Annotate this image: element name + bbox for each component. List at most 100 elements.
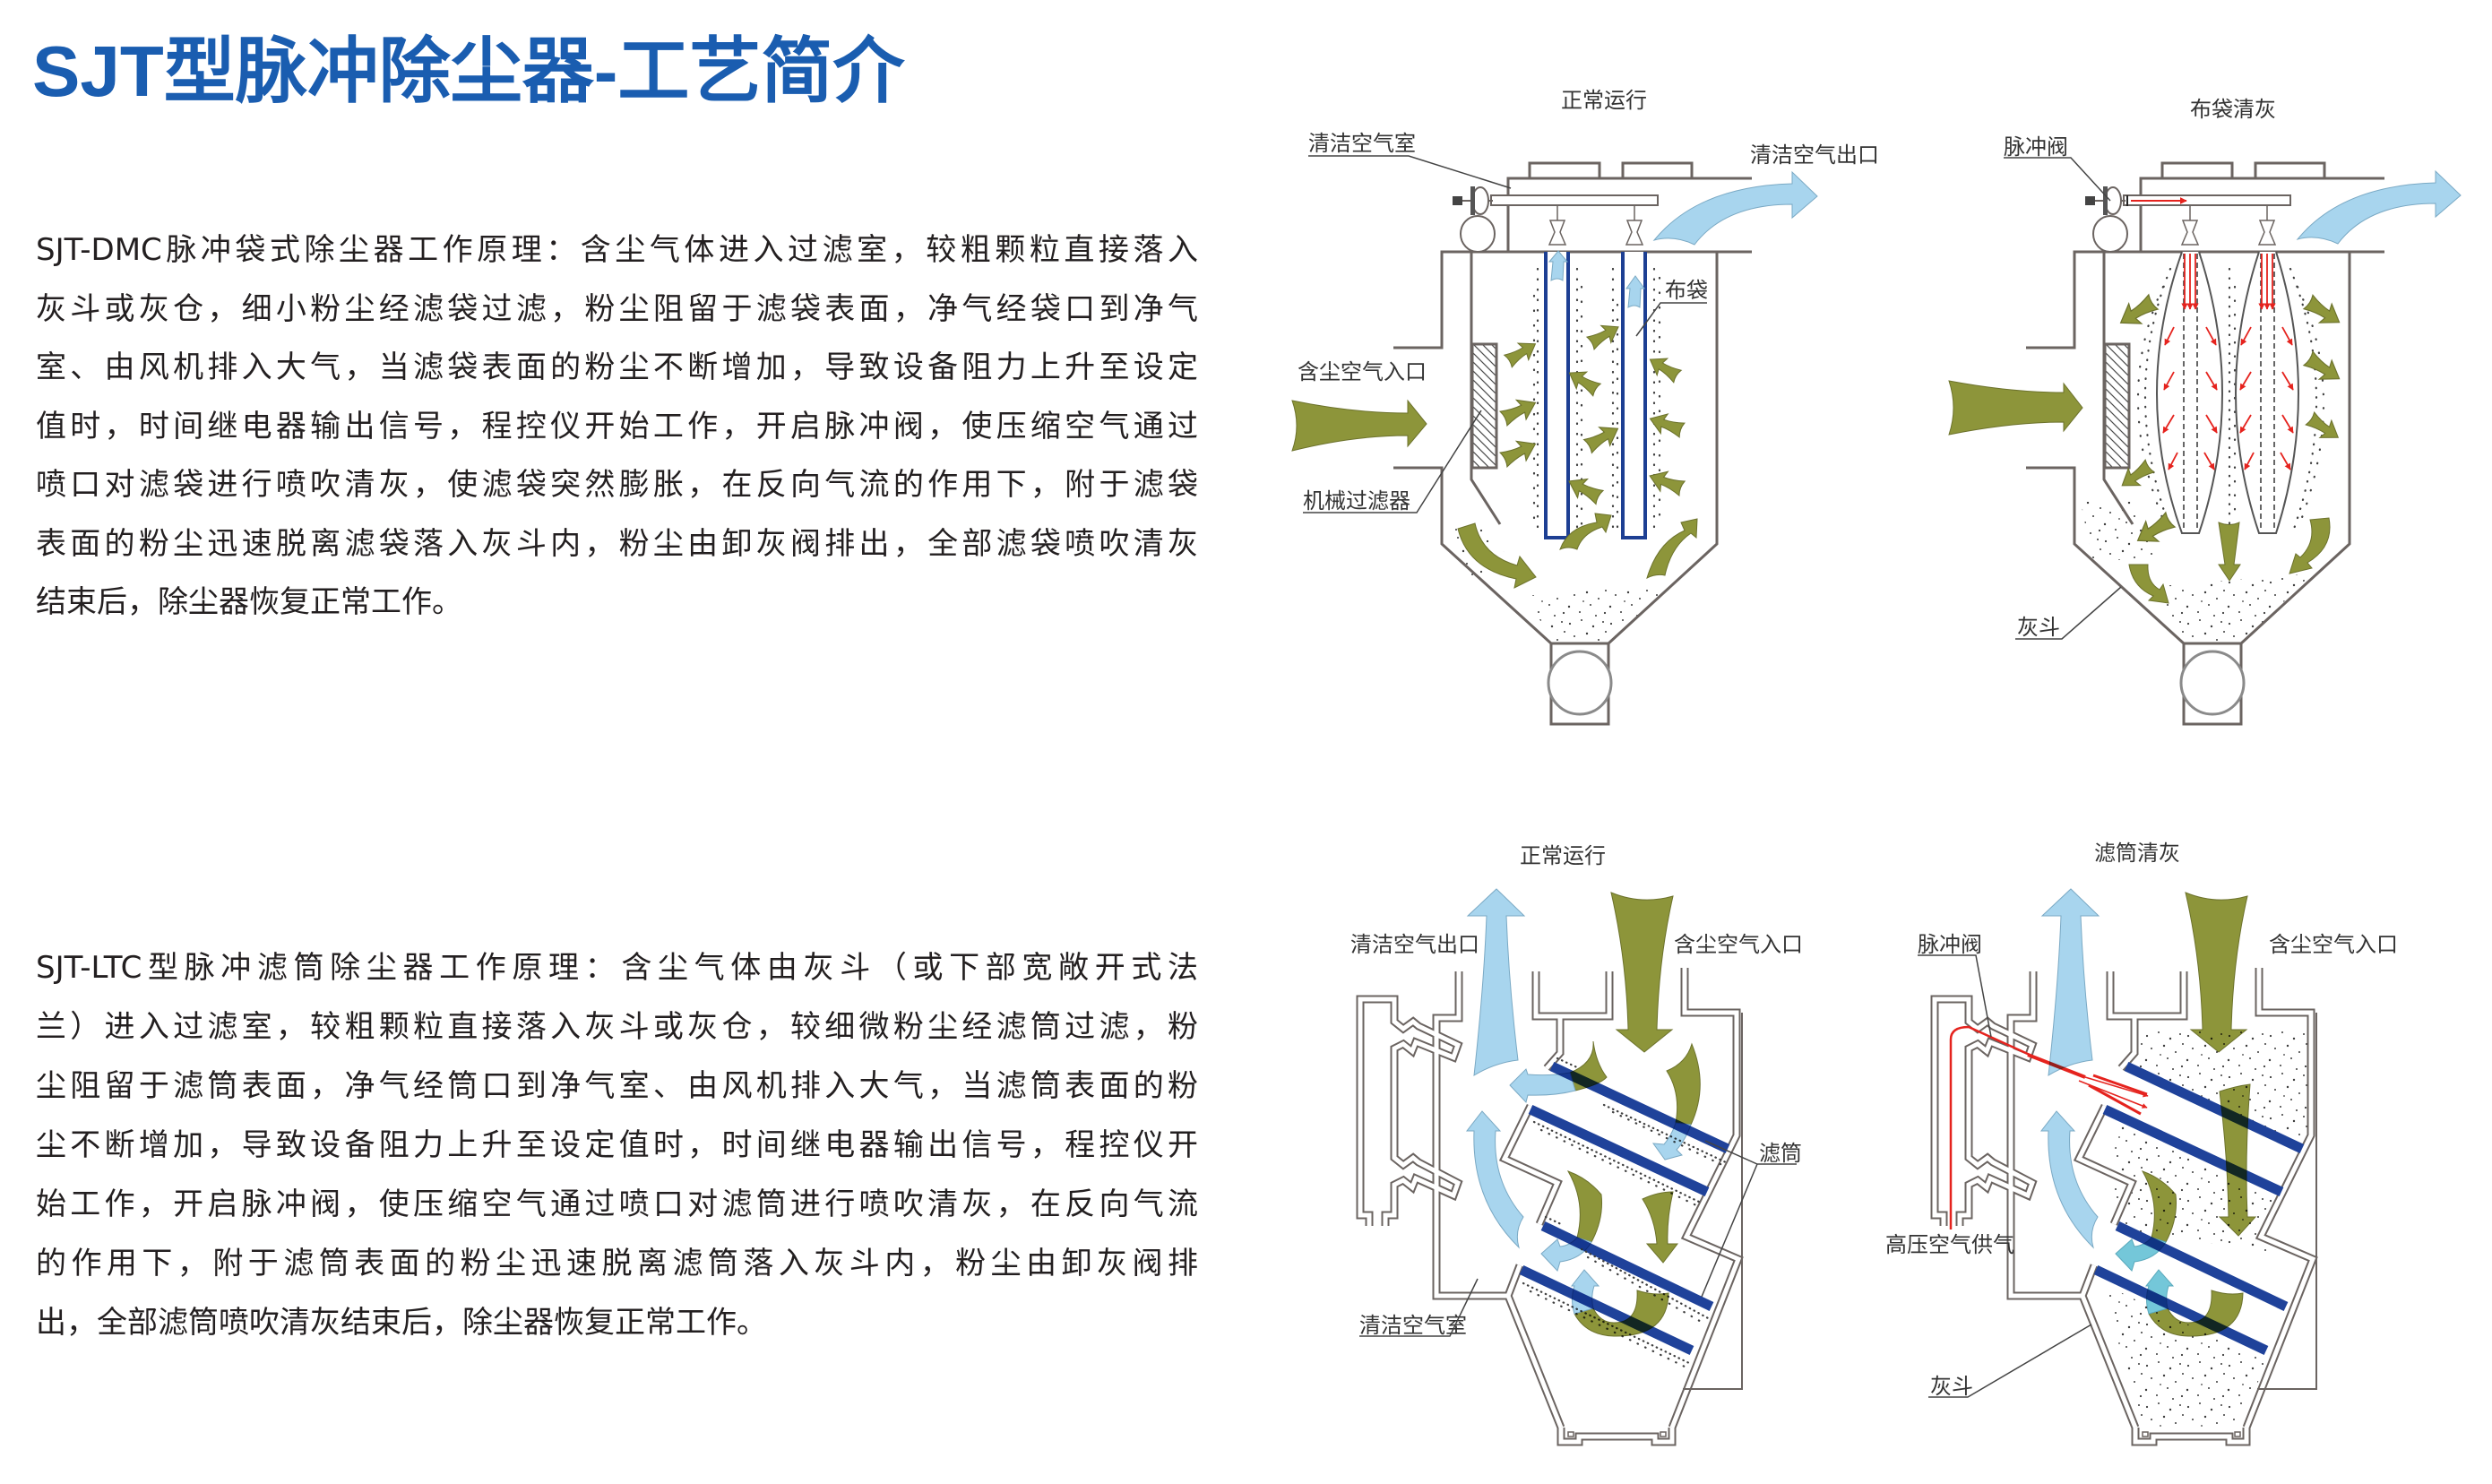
- tube-sheet: [1393, 250, 1752, 349]
- filtered-air-arrow: [2115, 1237, 2167, 1272]
- falling-dust-arrow: [2128, 564, 2169, 604]
- pulse-air-arrow: [2239, 371, 2252, 391]
- diagram-title: 布袋清灰: [2190, 97, 2276, 122]
- falling-dust-arrow: [2289, 517, 2331, 574]
- filtered-air-arrow: [1540, 1237, 1592, 1272]
- airflow-arrows: [1466, 888, 1701, 1337]
- dusty-air-flow-arrow: [1569, 1040, 1608, 1091]
- pulse-valve: [1453, 186, 1493, 215]
- cleaning-airflow-arrows: [2113, 291, 2347, 604]
- solenoid: [1453, 196, 1462, 205]
- label-ash-hopper: 灰斗: [1930, 1374, 1973, 1399]
- diagram-title: 正常运行: [1561, 88, 1647, 113]
- description-line: 始工作，开启脉冲阀，使压缩空气通过喷口对滤筒进行喷吹清灰，在反向气流: [36, 1186, 1198, 1222]
- description-line: 的作用下，附于滤筒表面的粉尘迅速脱离滤筒落入灰斗内，粉尘由卸灰阀排: [36, 1246, 1198, 1281]
- description-line: 出，全部滤筒喷吹清灰结束后，除尘器恢复正常工作。: [36, 1305, 767, 1341]
- pulse-air-arrow: [2239, 414, 2252, 434]
- label-clean-air-chamber: 清洁空气室: [1359, 1313, 1467, 1338]
- inlet-baffle: [1470, 252, 1502, 525]
- venturi-nozzle: [1548, 220, 1567, 246]
- flange-bolt: [1660, 1431, 1667, 1437]
- pulse-air-arrow: [2205, 371, 2218, 391]
- falling-dust-arrow: [2218, 1083, 2257, 1237]
- clean-air-outlet-arrow: [2297, 170, 2462, 245]
- ltc-normal-operation-diagram: 正常运行: [1350, 843, 1803, 1442]
- label-high-pressure-air-supply: 高压空气供气: [1885, 1232, 2014, 1257]
- diagram-title: 正常运行: [1520, 843, 1606, 868]
- ltc-working-principle: SJT-LTC型脉冲滤筒除尘器工作原理：含尘气体由灰斗（或下部宽敞开式法 兰）进…: [36, 938, 1198, 1352]
- filtration-arrows: [1457, 317, 1698, 589]
- pulse-jet: [2088, 1083, 2142, 1116]
- baghouse-housing: [1393, 161, 1752, 726]
- pulse-air-arrow: [2203, 452, 2215, 470]
- label-filter-bag: 布袋: [1665, 278, 1708, 303]
- filter-cartridge: [1528, 1105, 1710, 1196]
- airflow-arrow: [1644, 350, 1684, 385]
- dmc-normal-operation-diagram: 正常运行: [1291, 88, 1879, 726]
- filter-cartridge: [1519, 1265, 1694, 1355]
- pulse-air-arrow: [2280, 452, 2291, 470]
- pulse-jet: [2084, 1076, 2149, 1098]
- dusty-air-flow-arrow: [1567, 1170, 1603, 1243]
- airflow-arrow: [1646, 408, 1686, 441]
- clean-air-outlet-arrow: [2041, 888, 2100, 1076]
- diagram-title: 滤筒清灰: [2094, 841, 2180, 866]
- description-line: 表面的粉尘迅速脱离滤袋落入灰斗内，粉尘由卸灰阀排出，全部滤袋喷吹清灰: [36, 525, 1198, 562]
- hopper-airflow-arrow: [1646, 518, 1698, 579]
- description-line: 结束后，除尘器恢复正常工作。: [36, 584, 462, 620]
- pulse-air-arrow: [2281, 414, 2294, 434]
- mechanical-filter: [1470, 342, 1498, 470]
- ltc-cartridge-cleaning-diagram: 滤筒清灰 脉冲阀 含尘空气入口 高压空气供气: [1885, 841, 2398, 1442]
- hopper-dust: [2101, 1283, 2267, 1427]
- pulse-jet: [2078, 1080, 2148, 1109]
- dmc-working-principle: SJT-DMC脉冲袋式除尘器工作原理：含尘气体进入过滤室，较粗颗粒直接落入 灰斗…: [36, 221, 1198, 633]
- label-leader: [1918, 954, 1992, 1038]
- falling-dust-arrow: [2218, 522, 2241, 582]
- label-clean-air-outlet: 清洁空气出口: [1750, 142, 1879, 168]
- pulse-jet: [2092, 1074, 2148, 1096]
- flange-bolt: [1567, 1431, 1574, 1437]
- dislodged-dust: [2143, 267, 2318, 531]
- airflow-arrow: [2303, 409, 2345, 447]
- pulse-air-arrow: [2205, 326, 2217, 346]
- clean-air-outlet-arrow: [1652, 170, 1818, 246]
- filter-cartridge: [1540, 1221, 1714, 1311]
- blowpipe: [1490, 194, 1659, 206]
- dust-particles: [2081, 267, 2325, 642]
- description-line: 灰斗或灰仓，细小粉尘经滤袋过滤，粉尘阻留于滤袋表面，净气经袋口到净气: [36, 290, 1198, 327]
- filtered-air-arrow: [1651, 1122, 1692, 1160]
- clean-air-plenum: [1506, 161, 1752, 252]
- pulse-air-arrow: [2244, 452, 2255, 470]
- dusty-air-flow-arrow: [1666, 1042, 1701, 1126]
- label-leader: [1701, 1140, 1797, 1298]
- label-ash-hopper: 灰斗: [2017, 615, 2060, 640]
- label-pulse-valve: 脉冲阀: [2004, 134, 2068, 160]
- housing-walls: [1393, 252, 1719, 645]
- label-leader: [1928, 1324, 2092, 1398]
- bag-clean-air-arrow: [1548, 250, 1569, 281]
- label-mechanical-filter: 机械过滤器: [1303, 488, 1410, 513]
- hopper-dust: [2151, 574, 2312, 642]
- pulsed-dust-cloud: [2126, 1029, 2311, 1150]
- description-line: SJT-DMC脉冲袋式除尘器工作原理：含尘气体进入过滤室，较粗颗粒直接落入: [36, 232, 1198, 268]
- venturi-nozzle: [1625, 220, 1644, 246]
- inflated-filter-bag: [2156, 251, 2223, 534]
- label-leader: [1303, 410, 1482, 513]
- label-pulse-valve: 脉冲阀: [1918, 932, 1982, 957]
- page-title: SJT型脉冲除尘器-工艺简介: [32, 31, 905, 111]
- bag-clean-air-arrow: [1625, 275, 1645, 308]
- pulse-air-arrow: [2162, 414, 2175, 434]
- air-reservoir: [1460, 215, 1496, 253]
- settling-dust: [2081, 502, 2155, 560]
- pulse-air-arrow: [2281, 326, 2293, 346]
- cartridge-collector-housing: [1360, 968, 1743, 1442]
- clean-air-outlet-arrow: [1467, 888, 1525, 1076]
- label-leader: [1308, 155, 1512, 189]
- dusty-air-inlet-arrow: [2185, 892, 2248, 1053]
- label-leader: [2015, 586, 2122, 640]
- label-dusty-air-inlet: 含尘空气入口: [1298, 359, 1427, 384]
- cartridge-surface-dust: [1522, 1057, 1728, 1368]
- pulse-air-arrow: [2240, 326, 2252, 346]
- pulse-jet-arrows: [2126, 195, 2294, 470]
- label-leader: [2004, 157, 2111, 202]
